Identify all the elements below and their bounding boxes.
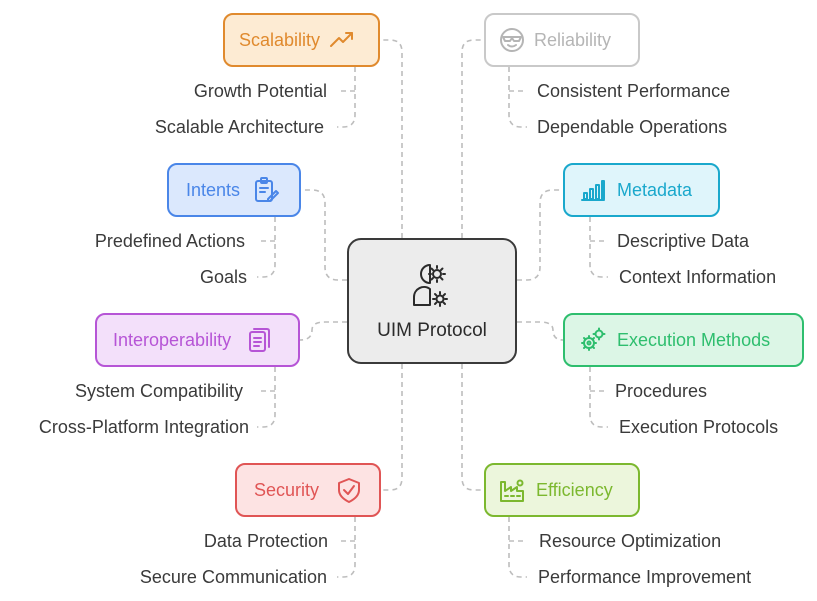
metadata-item-2: Context Information xyxy=(619,267,777,287)
intents-item-2: Goals xyxy=(199,267,247,287)
efficiency-item-1: Resource Optimization xyxy=(539,531,722,551)
connector-scalability xyxy=(380,39,403,238)
factory-icon xyxy=(498,476,526,504)
cool-face-icon xyxy=(498,26,526,54)
connector-metadata xyxy=(517,189,563,281)
connector-interoperability xyxy=(299,321,347,341)
node-reliability-label: Reliability xyxy=(534,29,612,50)
node-reliability[interactable]: Reliability xyxy=(484,13,640,67)
node-scalability[interactable]: Scalability xyxy=(223,13,380,67)
intents-item-1: Predefined Actions xyxy=(94,231,245,251)
metadata-item-1: Descriptive Data xyxy=(617,231,750,251)
shield-check-icon xyxy=(335,476,363,504)
subline-intents xyxy=(257,217,276,278)
efficiency-item-2: Performance Improvement xyxy=(538,567,752,587)
reliability-item-1: Consistent Performance xyxy=(537,81,731,101)
node-execution-methods-label: Execution Methods xyxy=(617,329,771,350)
node-security-label: Security xyxy=(254,479,320,500)
interoperability-item-2: Cross-Platform Integration xyxy=(38,417,249,437)
node-intents[interactable]: Intents xyxy=(167,163,301,217)
connector-execution xyxy=(517,321,564,341)
subline-efficiency xyxy=(508,517,527,578)
head-gear-icon xyxy=(410,261,454,314)
scalability-item-1: Growth Potential xyxy=(193,81,327,101)
node-metadata[interactable]: Metadata xyxy=(563,163,720,217)
connector-reliability xyxy=(461,39,484,238)
node-interoperability-label: Interoperability xyxy=(113,329,232,350)
node-efficiency[interactable]: Efficiency xyxy=(484,463,640,517)
subline-reliability xyxy=(508,67,527,128)
subline-metadata xyxy=(589,217,608,278)
trending-up-icon xyxy=(328,26,356,54)
interoperability-item-1: System Compatibility xyxy=(74,381,243,401)
gears-icon xyxy=(579,326,607,354)
reliability-item-2: Dependable Operations xyxy=(537,117,728,137)
node-intents-label: Intents xyxy=(186,179,241,200)
bar-chart-icon xyxy=(579,176,607,204)
connector-intents xyxy=(301,189,347,281)
subline-security xyxy=(337,517,356,578)
center-label: UIM Protocol xyxy=(377,319,487,341)
node-metadata-label: Metadata xyxy=(617,179,693,200)
node-execution-methods[interactable]: Execution Methods xyxy=(563,313,804,367)
node-scalability-label: Scalability xyxy=(239,29,321,50)
documents-icon xyxy=(245,326,273,354)
node-security[interactable]: Security xyxy=(235,463,381,517)
subline-scalability xyxy=(337,67,356,128)
subline-interoperability xyxy=(257,367,276,428)
execution-item-2: Execution Protocols xyxy=(619,417,779,437)
node-interoperability[interactable]: Interoperability xyxy=(95,313,300,367)
subline-execution xyxy=(589,367,608,428)
center-node: UIM Protocol xyxy=(347,238,517,364)
connector-efficiency xyxy=(461,364,484,491)
security-item-2: Secure Communication xyxy=(139,567,327,587)
clipboard-edit-icon xyxy=(252,176,280,204)
node-efficiency-label: Efficiency xyxy=(536,479,613,500)
security-item-1: Data Protection xyxy=(203,531,328,551)
scalability-item-2: Scalable Architecture xyxy=(154,117,324,137)
execution-item-1: Procedures xyxy=(615,381,708,401)
connector-security xyxy=(381,364,403,491)
